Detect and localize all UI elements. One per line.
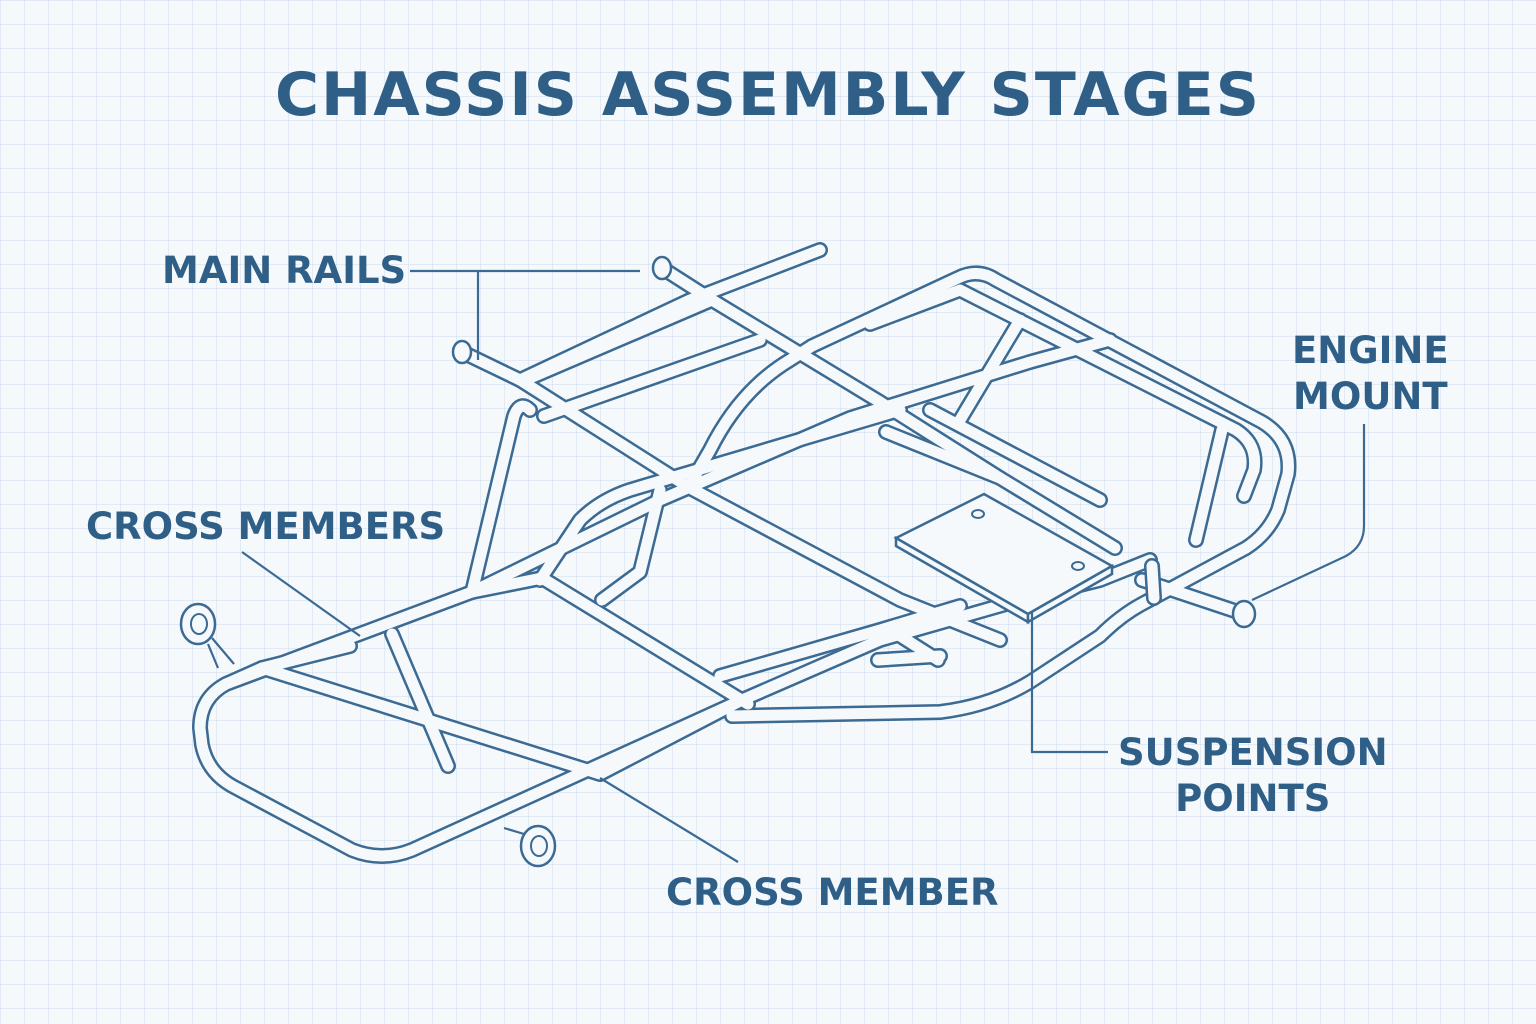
label-cross-member: CROSS MEMBER bbox=[666, 870, 999, 916]
label-engine-mount-line1: ENGINE bbox=[1292, 329, 1449, 372]
leader-main-rails bbox=[410, 269, 640, 360]
label-main-rails-text: MAIN RAILS bbox=[162, 249, 407, 292]
label-suspension-line1: SUSPENSION bbox=[1118, 731, 1388, 774]
label-engine-mount: ENGINE MOUNT bbox=[1292, 328, 1449, 420]
engine-mount-plate bbox=[893, 492, 1115, 625]
label-suspension-line2: POINTS bbox=[1175, 777, 1331, 820]
suspension-eyelet-rear bbox=[179, 602, 235, 669]
label-engine-mount-line2: MOUNT bbox=[1293, 375, 1448, 418]
page-title: CHASSIS ASSEMBLY STAGES bbox=[274, 60, 1262, 130]
suspension-eyelet-front bbox=[503, 824, 557, 868]
label-cross-members-text: CROSS MEMBERS bbox=[86, 505, 446, 548]
label-cross-members: CROSS MEMBERS bbox=[86, 504, 445, 550]
engine-mount-tube-end bbox=[1231, 599, 1257, 629]
leader-lines bbox=[241, 269, 1366, 863]
main-rail-end-second bbox=[451, 339, 473, 365]
lower-left-rail bbox=[254, 660, 750, 782]
chassis-frame bbox=[179, 242, 1297, 868]
leader-cross-members bbox=[241, 551, 361, 637]
leader-engine-mount bbox=[1251, 424, 1366, 601]
main-rail-end-top bbox=[651, 255, 673, 281]
leader-cross-member bbox=[599, 777, 739, 863]
label-main-rails: MAIN RAILS bbox=[162, 248, 406, 294]
label-cross-member-text: CROSS MEMBER bbox=[666, 871, 999, 914]
label-suspension-points: SUSPENSION POINTS bbox=[1118, 730, 1388, 822]
leader-suspension-points bbox=[1030, 612, 1108, 754]
